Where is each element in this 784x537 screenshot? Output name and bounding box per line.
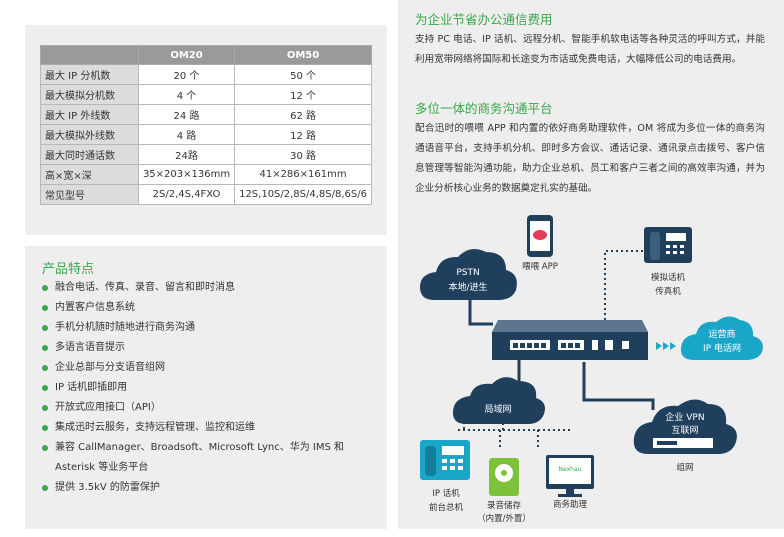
ip-phone-icon: IP 话机 前台总机 — [420, 440, 470, 513]
list-item: 兼容 CallManager、Broadsoft、Microsoft Lync、… — [42, 438, 372, 478]
list-item: 融合电话、传真、录音、留言和即时消息 — [42, 278, 372, 298]
om-device — [492, 320, 648, 360]
recording-label: 录音储存 — [487, 500, 522, 511]
monitor-icon: Nexhau 商务助理 — [546, 455, 594, 510]
section2-text: 配合迅时的喂喂 APP 和内置的依好商务助理软件，OM 将成为多位一体的商务沟通… — [415, 123, 765, 194]
list-item: 开放式应用接口（API） — [42, 398, 372, 418]
lan-label: 局域网 — [484, 403, 511, 415]
spec-om50-value: 30 路 — [234, 144, 372, 165]
features-title: 产品特点 — [42, 262, 95, 277]
spec-om20-value: 2S/2,4S,4FXO — [137, 184, 236, 205]
list-item: IP 话机即插即用 — [42, 378, 372, 398]
list-item: 多语言语音提示 — [42, 338, 372, 358]
section1-title: 为企业节省办公通信费用 — [415, 12, 553, 27]
network-diagram: PSTN 本地/进生 喂喂 APP 模拟话机 传真机 — [420, 215, 763, 524]
carrier-sublabel: IP 电话网 — [703, 342, 741, 354]
section2-title: 多位一体的商务沟通平台 — [415, 101, 553, 116]
weiwei-app-label: 喂喂 APP — [522, 262, 558, 272]
vpn-cloud: 企业 VPN 互联网 组网 — [633, 399, 737, 473]
list-item: 企业总部与分支语音组网 — [42, 358, 372, 378]
list-item: 内置客户信息系统 — [42, 298, 372, 318]
carrier-cloud: 运营商 IP 电话网 — [680, 316, 763, 360]
spec-om50-value: 12 个 — [234, 84, 372, 105]
fax-label: 传真机 — [655, 286, 681, 297]
connection-lines — [468, 300, 655, 410]
features-list: 融合电话、传真、录音、留言和即时消息 内置客户信息系统 手机分机随时随地进行商务… — [42, 278, 372, 498]
vpn-label: 企业 VPN — [665, 411, 704, 423]
list-item: 集成迅时云服务，支持远程管理、监控和运维 — [42, 418, 372, 438]
spec-header-blank — [40, 45, 139, 65]
ip-phone-label: IP 话机 — [432, 488, 460, 499]
front-desk-label: 前台总机 — [429, 502, 464, 513]
spec-om20-value: 24路 — [137, 144, 236, 165]
lan-cloud: 局域网 — [452, 377, 545, 424]
spec-header-om20: OM20 — [137, 45, 236, 65]
storage-icon: 录音储存 （内置/外置） — [477, 458, 531, 524]
vpn-sublabel: 互联网 — [671, 425, 698, 436]
spec-om20-value: 35×203×136mm — [137, 164, 236, 185]
section1-text: 支持 PC 电话、IP 话机、远程分机、智能手机软电话等各种灵活的呼叫方式，并能… — [415, 34, 765, 65]
list-item: 手机分机随时随地进行商务沟通 — [42, 318, 372, 338]
spec-label: 最大同时通话数 — [40, 144, 139, 165]
arrow-icon — [656, 342, 676, 350]
spec-om20-value: 4 个 — [137, 84, 236, 105]
spec-om50-value: 12 路 — [234, 124, 372, 145]
spec-label: 最大 IP 分机数 — [40, 64, 139, 85]
assistant-brand: Nexhau — [559, 466, 582, 473]
spec-om50-value: 62 路 — [234, 104, 372, 125]
spec-label: 常见型号 — [40, 184, 139, 205]
smartphone-icon: 喂喂 APP — [522, 215, 558, 272]
spec-label: 最大模拟分机数 — [40, 84, 139, 105]
spec-om50-value: 50 个 — [234, 64, 372, 85]
spec-label: 最大 IP 外线数 — [40, 104, 139, 125]
list-item: 提供 3.5kV 的防雷保护 — [42, 478, 372, 498]
spec-label: 高×宽×深 — [40, 164, 139, 185]
spec-label: 最大模拟外线数 — [40, 124, 139, 145]
spec-om50-value: 41×286×161mm — [234, 164, 372, 185]
analog-phone-icon: 模拟话机 传真机 — [644, 227, 692, 297]
pstn-sublabel: 本地/进生 — [448, 281, 487, 293]
spec-om20-value: 24 路 — [137, 104, 236, 125]
spec-om20-value: 4 路 — [137, 124, 236, 145]
spec-header-row: OM20 OM50 — [40, 45, 372, 65]
assistant-label: 商务助理 — [553, 499, 588, 510]
group-net-label: 组网 — [676, 462, 693, 473]
right-panel: 为企业节省办公通信费用 支持 PC 电话、IP 话机、远程分机、智能手机软电话等… — [398, 0, 784, 529]
carrier-label: 运营商 — [708, 328, 735, 340]
analog-phone-label: 模拟话机 — [651, 272, 686, 283]
pstn-label: PSTN — [456, 268, 479, 278]
spec-header-om50: OM50 — [234, 45, 372, 65]
spec-om50-value: 12S,10S/2,8S/4,8S/8,6S/6 — [234, 184, 372, 205]
spec-om20-value: 20 个 — [137, 64, 236, 85]
pstn-cloud: PSTN 本地/进生 — [420, 248, 517, 300]
features-panel: 产品特点 融合电话、传真、录音、留言和即时消息 内置客户信息系统 手机分机随时随… — [25, 246, 387, 529]
recording-sublabel: （内置/外置） — [477, 513, 531, 524]
